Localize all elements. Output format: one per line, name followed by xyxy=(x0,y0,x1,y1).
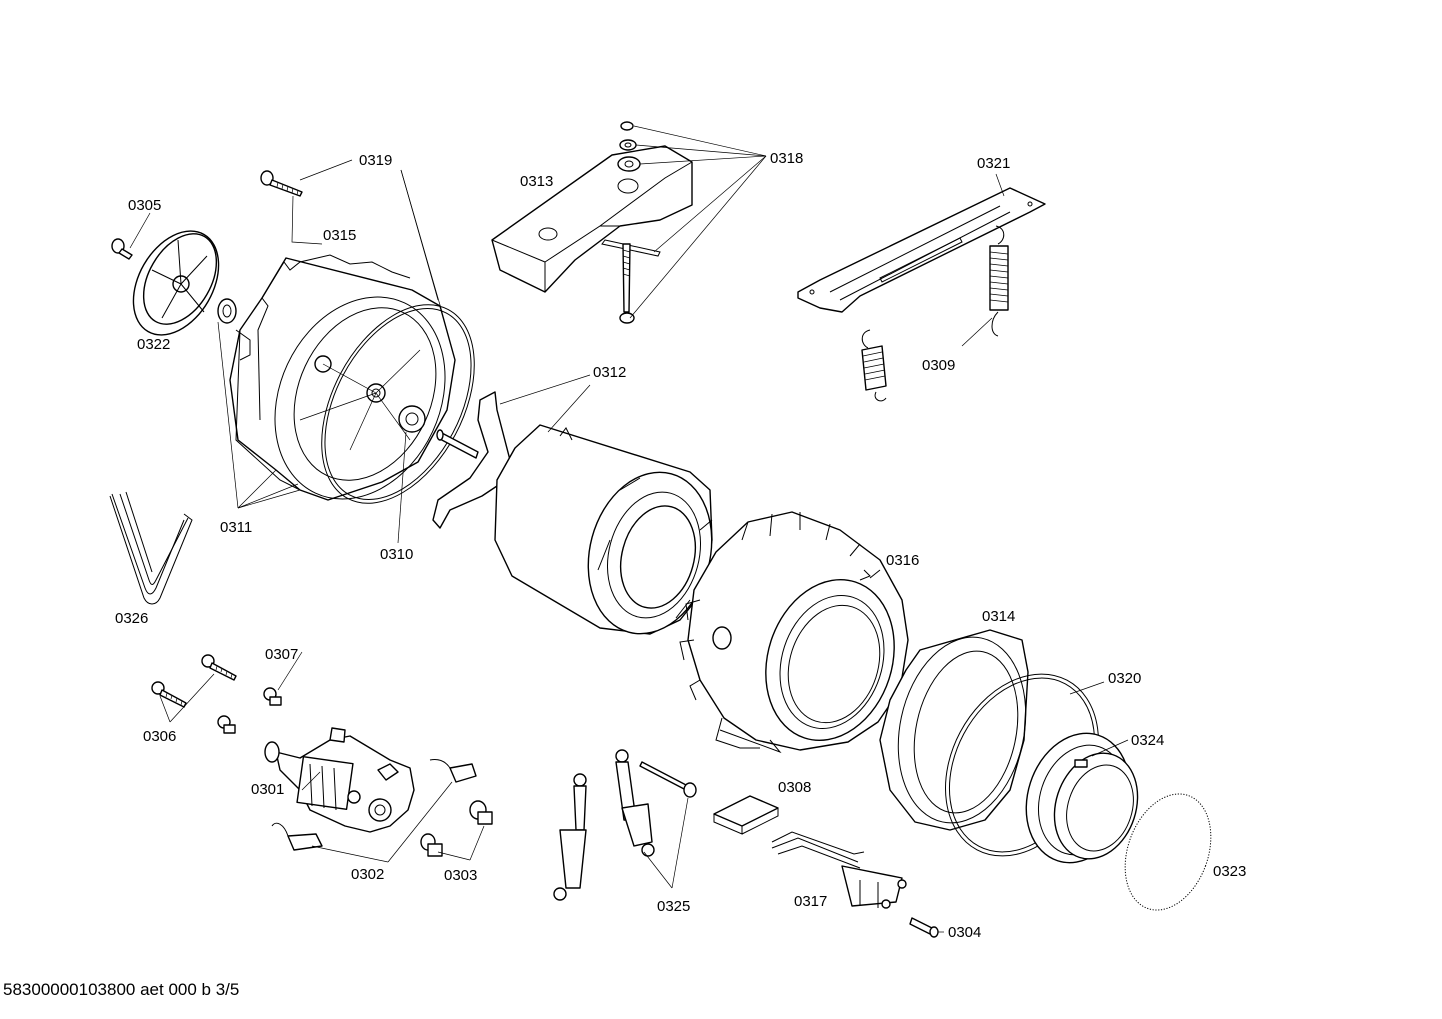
label-0309: 0309 xyxy=(922,357,955,374)
heater-0317 xyxy=(771,831,907,909)
motor-0301 xyxy=(264,727,415,833)
front-tub-0316 xyxy=(679,511,909,754)
screw-0306-a xyxy=(201,654,237,681)
label-0318: 0318 xyxy=(770,150,803,167)
clip-0308 xyxy=(713,795,779,835)
spring-0309-left xyxy=(861,329,887,402)
label-0306: 0306 xyxy=(143,728,176,745)
label-0320: 0320 xyxy=(1108,670,1141,687)
label-0312: 0312 xyxy=(593,364,626,381)
washer-0311-bearing xyxy=(217,298,237,324)
part-labels: 0319 0305 0315 0322 0313 0318 0321 0309 … xyxy=(115,150,1246,941)
drum-spider-0312 xyxy=(432,391,511,529)
label-0325: 0325 xyxy=(657,898,690,915)
leader-lines xyxy=(129,125,1129,933)
belt-0326 xyxy=(109,491,193,605)
label-0324: 0324 xyxy=(1131,732,1164,749)
label-0301: 0301 xyxy=(251,781,284,798)
label-0319: 0319 xyxy=(359,152,392,169)
label-0303: 0303 xyxy=(444,867,477,884)
label-0326: 0326 xyxy=(115,610,148,627)
counterweight-0313 xyxy=(491,145,693,293)
label-0308: 0308 xyxy=(778,779,811,796)
front-ring-0314 xyxy=(879,629,1029,831)
label-0317: 0317 xyxy=(794,893,827,910)
document-id-footer: 58300000103800 aet 000 b 3/5 xyxy=(3,980,240,999)
hub-0310 xyxy=(398,405,426,433)
nut-0318 xyxy=(617,121,641,172)
label-0315: 0315 xyxy=(323,227,356,244)
sensor-0304 xyxy=(909,917,939,938)
screw-0307-b xyxy=(217,715,236,734)
bolt-0325 xyxy=(639,761,697,798)
label-0307: 0307 xyxy=(265,646,298,663)
bracket-0321 xyxy=(797,187,1046,313)
shock-absorber-0325-a xyxy=(553,773,587,901)
brush-0302-a xyxy=(429,759,477,783)
shock-absorber-0325-b xyxy=(615,749,655,857)
label-0321: 0321 xyxy=(977,155,1010,172)
label-0302: 0302 xyxy=(351,866,384,883)
label-0311: 0311 xyxy=(220,519,252,536)
drum-0312 xyxy=(494,424,713,635)
spring-0309-right xyxy=(989,225,1009,337)
clamp-ring-0323 xyxy=(1124,793,1212,911)
gasket-0310 xyxy=(321,304,475,504)
label-0304: 0304 xyxy=(948,924,981,941)
label-0314: 0314 xyxy=(982,608,1015,625)
label-0305: 0305 xyxy=(128,197,161,214)
bushing-0303-b xyxy=(420,833,443,857)
bolt-0318 xyxy=(619,243,635,324)
screw-0305 xyxy=(111,238,133,260)
door-seal-0324 xyxy=(1025,732,1139,864)
pulley-0322 xyxy=(132,230,220,336)
label-0310: 0310 xyxy=(380,546,413,563)
rear-tub-0315 xyxy=(229,254,456,501)
screw-0307-a xyxy=(263,687,282,706)
bushing-0303-a xyxy=(469,800,493,825)
screw-0306-b xyxy=(151,681,187,708)
label-0316: 0316 xyxy=(886,552,919,569)
brush-0302-b xyxy=(271,822,323,851)
screw-0319 xyxy=(260,170,303,197)
label-0313: 0313 xyxy=(520,173,553,190)
label-0322: 0322 xyxy=(137,336,170,353)
label-0323: 0323 xyxy=(1213,863,1246,880)
